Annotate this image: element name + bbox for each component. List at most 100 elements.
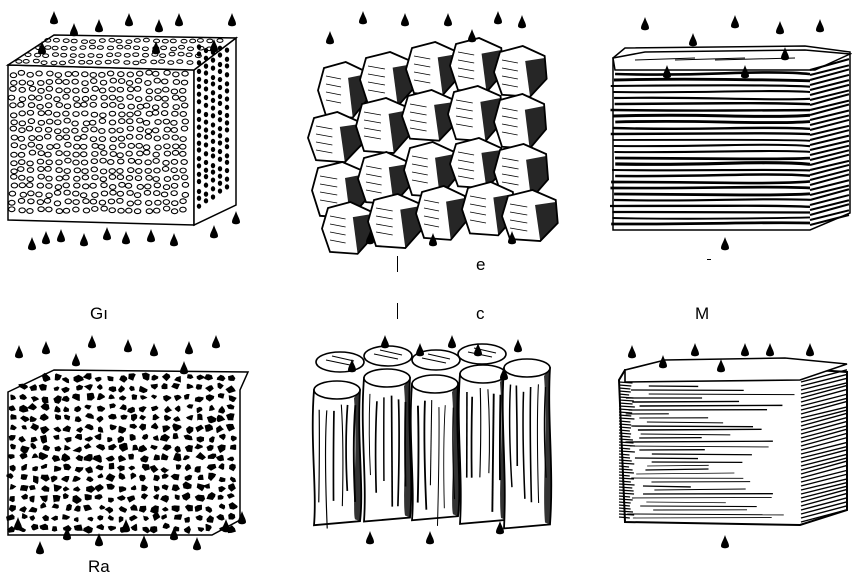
water-drop-icon [366,531,374,544]
pore [211,186,215,191]
pore [218,85,222,90]
pore [197,84,201,89]
pore [204,86,208,91]
pore [204,119,208,124]
water-drop-icon [232,211,240,224]
pore [197,189,201,194]
pore [211,90,215,95]
water-drop-icon [326,31,334,44]
water-drop-icon [50,11,58,24]
water-drop-icon [444,13,452,26]
water-drop-icon [70,23,78,36]
water-drop-icon [401,13,409,26]
panel-platy [605,8,852,263]
pore [204,183,208,188]
pore [204,134,208,139]
water-drop-icon [416,343,424,356]
water-drop-icon [468,29,476,42]
water-drop-icon [124,339,132,352]
water-drop-icon [628,345,636,358]
pore [211,66,215,71]
pore [225,127,229,132]
pore [211,58,215,63]
water-drop-icon [185,341,193,354]
pore [218,133,222,138]
pore [197,99,201,104]
label-tick-bottom-middle [397,303,398,319]
pore [211,153,215,158]
pore [197,163,201,168]
water-drop-icon [496,521,504,534]
label-granular: Gı [90,305,108,322]
column-texture [516,385,517,466]
pore [218,174,222,179]
pore [225,48,229,53]
pore [218,52,222,57]
pore [218,62,222,67]
water-drop-icon [691,343,699,356]
pore [211,139,215,144]
soil-plate [611,181,810,183]
pore [218,188,222,193]
pore [225,184,229,189]
pore [204,70,208,75]
pore [197,117,201,122]
soil-plate [615,163,810,165]
water-drop-icon [731,15,739,28]
column-texture [319,410,320,503]
soil-plate [611,223,810,224]
lamination-line [640,506,757,507]
water-drop-icon [228,13,236,26]
pore [197,141,201,146]
pore [225,96,229,101]
pore [204,56,208,61]
label-fragment-top-middle: e [476,256,485,273]
pore [211,105,215,110]
water-drop-icon [721,237,729,250]
column-texture [418,406,419,503]
panel-massive [605,340,852,560]
pore [225,153,229,158]
pore [197,92,201,97]
soil-crumb [128,454,134,460]
water-drop-icon [150,343,158,356]
soil-plate [614,79,810,81]
pore [197,44,201,49]
pore [197,125,201,130]
pore [218,46,222,51]
granular-structure-illustration [4,10,254,255]
pore [211,147,215,152]
pore [204,64,208,69]
water-drop-icon [80,233,88,246]
pore [225,113,229,118]
pore [211,169,215,174]
pore [218,94,222,99]
water-drop-icon [180,361,188,374]
soil-plate [613,115,810,116]
soil-plate [615,103,810,104]
label-tick-top-middle [397,256,398,272]
panel-crumb [4,330,254,562]
columnar-structure-illustration [300,330,560,560]
water-drop-icon [28,237,36,250]
soil-crumb [109,463,115,470]
water-drop-icon [15,345,23,358]
pore [218,77,222,82]
pore [211,113,215,118]
column-cap [504,359,550,377]
pore [197,77,201,82]
label-tick-top-right [707,259,711,260]
pore [197,156,201,161]
pore [204,95,208,100]
pore [197,179,201,184]
column-cap [364,346,412,366]
water-drop-icon [175,13,183,26]
lamination-line [631,426,753,427]
label-crumb: Ra [88,558,110,575]
pore [218,140,222,145]
pore [204,48,208,53]
water-drop-icon [95,19,103,32]
soil-plate [614,199,810,200]
water-drop-icon [689,33,697,46]
pore [197,133,201,138]
